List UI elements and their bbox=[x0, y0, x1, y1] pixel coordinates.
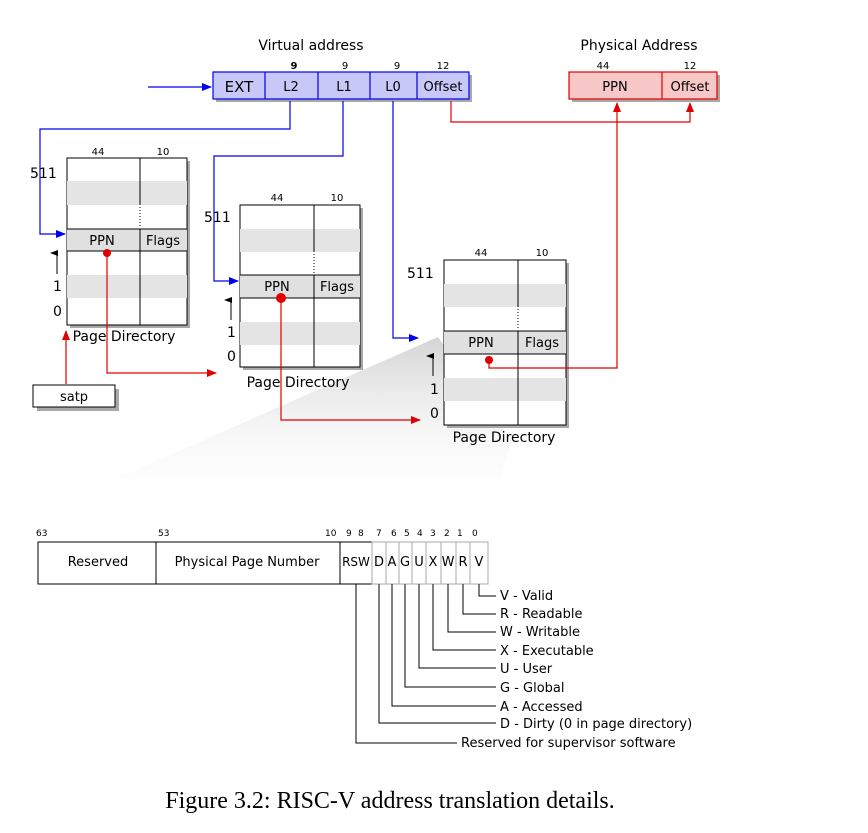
figure-caption: Figure 3.2: RISC-V address translation d… bbox=[165, 788, 615, 814]
pte-flag-x: X bbox=[429, 555, 438, 570]
pd3-ppn-cell: PPN bbox=[468, 336, 493, 351]
pte-flag-g: G bbox=[400, 555, 410, 570]
pte-bit-0: 0 bbox=[472, 529, 478, 539]
page-directory-3 bbox=[443, 259, 569, 428]
legend-writable: W - Writable bbox=[500, 625, 580, 640]
pte-bit-63: 63 bbox=[36, 529, 47, 539]
pd3-row-0: 0 bbox=[430, 406, 439, 422]
pte-rsw-field: RSW bbox=[342, 555, 370, 569]
pte-bit-3: 3 bbox=[430, 529, 436, 539]
pd2-label: Page Directory bbox=[247, 375, 350, 391]
pte-flag-a: A bbox=[388, 555, 397, 570]
pd2-ppn-dot bbox=[276, 293, 286, 303]
pd2-ppn-cell: PPN bbox=[264, 280, 289, 295]
pte-ppn-field: Physical Page Number bbox=[175, 555, 320, 570]
va-ext-field: EXT bbox=[225, 78, 254, 96]
pte-flag-w: W bbox=[442, 555, 455, 570]
pd3-ppn-dot bbox=[485, 356, 493, 364]
legend-leader-lines bbox=[355, 584, 496, 744]
pd2-row-511: 511 bbox=[204, 210, 231, 226]
pd1-ppn-arrow bbox=[106, 253, 217, 377]
legend-readable: R - Readable bbox=[500, 607, 582, 622]
offset-copy-arrow bbox=[450, 101, 694, 123]
pte-bit-6: 6 bbox=[391, 529, 397, 539]
pte-format-box bbox=[37, 541, 489, 585]
pd3-label: Page Directory bbox=[453, 430, 556, 446]
pd3-row-1: 1 bbox=[430, 382, 439, 398]
pte-flag-v: V bbox=[475, 555, 484, 570]
pd1-ppn-dot bbox=[103, 249, 111, 257]
va-offset-bits: 12 bbox=[437, 61, 450, 72]
physical-address-register bbox=[568, 71, 720, 102]
va-l2-field: L2 bbox=[283, 80, 299, 95]
pd1-flags-cell: Flags bbox=[146, 234, 180, 249]
pd2-flags-cell: Flags bbox=[320, 280, 354, 295]
pd1-ppn-cell: PPN bbox=[89, 234, 114, 249]
pte-bit-8: 8 bbox=[358, 529, 364, 539]
l1-index-arrow bbox=[213, 101, 344, 285]
physical-address-title: Physical Address bbox=[580, 38, 697, 54]
satp-register bbox=[32, 384, 119, 411]
pte-flag-r: R bbox=[458, 555, 467, 570]
pd1-row-0: 0 bbox=[53, 304, 62, 320]
pte-bit-4: 4 bbox=[417, 529, 423, 539]
pa-ppn-bits: 44 bbox=[597, 61, 610, 72]
pd3-flags-cell: Flags bbox=[525, 336, 559, 351]
legend-global: G - Global bbox=[500, 681, 565, 696]
pte-bit-9: 9 bbox=[346, 529, 352, 539]
pd1-row-1: 1 bbox=[53, 279, 62, 295]
legend-accessed: A - Accessed bbox=[500, 700, 583, 715]
virtual-address-title: Virtual address bbox=[258, 38, 363, 54]
pa-offset-field: Offset bbox=[670, 80, 709, 95]
pd3-row-511: 511 bbox=[407, 266, 434, 282]
satp-label: satp bbox=[60, 390, 88, 405]
zoom-fan bbox=[40, 337, 512, 512]
pd2-flags-bits: 10 bbox=[331, 193, 344, 204]
va-l0-field: L0 bbox=[385, 80, 401, 95]
pd2-ppn-arrow bbox=[280, 298, 421, 424]
l2-index-arrow bbox=[39, 101, 291, 238]
legend-user: U - User bbox=[500, 662, 553, 677]
va-l2-bits: 9 bbox=[291, 61, 298, 72]
pd3-ppn-bits: 44 bbox=[475, 248, 488, 259]
pte-bit-5: 5 bbox=[404, 529, 410, 539]
l0-index-arrow bbox=[392, 101, 419, 342]
virtual-address-register bbox=[212, 71, 472, 102]
pd1-row-511: 511 bbox=[30, 166, 57, 182]
pd2-ppn-bits: 44 bbox=[271, 193, 284, 204]
pa-offset-bits: 12 bbox=[684, 61, 697, 72]
pte-bit-53: 53 bbox=[158, 529, 169, 539]
pte-bit-1: 1 bbox=[457, 529, 463, 539]
pd3-flags-bits: 10 bbox=[536, 248, 549, 259]
legend-rsw: Reserved for supervisor software bbox=[461, 736, 676, 751]
pd2-row-1: 1 bbox=[227, 325, 236, 341]
pte-bit-10: 10 bbox=[325, 529, 337, 539]
pte-bit-7: 7 bbox=[376, 529, 382, 539]
pd1-ppn-bits: 44 bbox=[92, 147, 105, 158]
pa-ppn-field: PPN bbox=[602, 80, 627, 95]
pte-flag-d: D bbox=[374, 555, 384, 570]
va-offset-field: Offset bbox=[423, 80, 462, 95]
pte-reserved-field: Reserved bbox=[68, 555, 129, 570]
page-directory-2 bbox=[239, 204, 363, 370]
pte-bit-2: 2 bbox=[444, 529, 450, 539]
legend-valid: V - Valid bbox=[500, 589, 553, 604]
pd1-flags-bits: 10 bbox=[157, 147, 170, 158]
legend-dirty: D - Dirty (0 in page directory) bbox=[500, 717, 692, 732]
pd1-label: Page Directory bbox=[73, 329, 176, 345]
pte-flag-u: U bbox=[414, 555, 424, 570]
va-l1-bits: 9 bbox=[342, 61, 348, 72]
legend-executable: X - Executable bbox=[500, 644, 594, 659]
page-directory-1 bbox=[66, 157, 190, 328]
pd2-row-0: 0 bbox=[227, 349, 236, 365]
va-l0-bits: 9 bbox=[394, 61, 400, 72]
va-l1-field: L1 bbox=[336, 80, 352, 95]
